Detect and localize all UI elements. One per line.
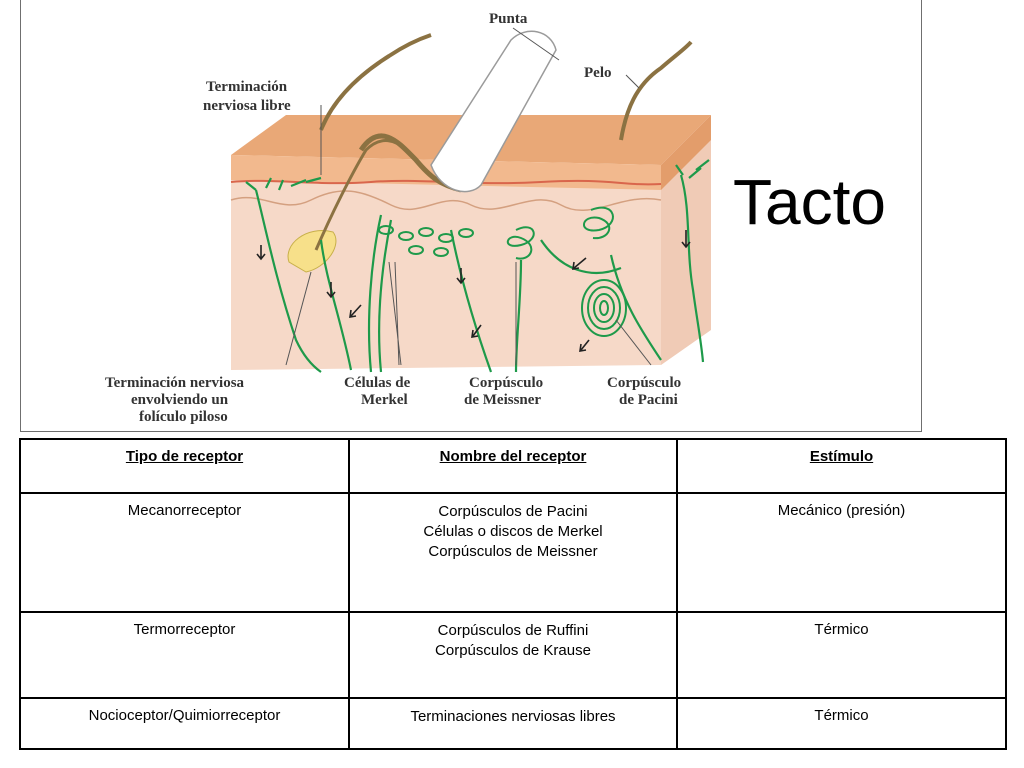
table-row: Nocioceptor/Quimiorreceptor Terminacione… bbox=[19, 697, 1007, 750]
header-estimulo: Estímulo bbox=[676, 438, 1007, 494]
cell-tipo: Mecanorreceptor bbox=[19, 492, 350, 613]
table-row: Mecanorreceptor Corpúsculos de Pacini Cé… bbox=[19, 492, 1007, 613]
label-meissner-1: Corpúsculo bbox=[469, 375, 543, 391]
skin-diagram: Punta Pelo Terminación nerviosa libre Te… bbox=[105, 11, 711, 425]
dermal-papillae bbox=[230, 190, 662, 211]
hair-pelo bbox=[619, 40, 693, 141]
label-foliculo-3: folículo piloso bbox=[139, 409, 228, 425]
cell-nombre: Corpúsculos de Pacini Células o discos d… bbox=[348, 492, 678, 613]
merkel-cells bbox=[378, 225, 474, 257]
receptor-name: Corpúsculos de Meissner bbox=[428, 543, 598, 560]
cell-nombre: Terminaciones nerviosas libres bbox=[348, 697, 678, 750]
probe-tip bbox=[430, 30, 557, 193]
cell-nombre: Corpúsculos de Ruffini Corpúsculos de Kr… bbox=[348, 611, 678, 699]
label-meissner-2: de Meissner bbox=[464, 392, 541, 408]
nerve-fibers bbox=[245, 159, 710, 373]
table-header-row: Tipo de receptor Nombre del receptor Est… bbox=[19, 438, 1007, 494]
cell-tipo: Nocioceptor/Quimiorreceptor bbox=[19, 697, 350, 750]
label-foliculo-1: Terminación nerviosa bbox=[105, 375, 245, 391]
direction-arrows bbox=[256, 230, 691, 352]
cell-tipo: Termorreceptor bbox=[19, 611, 350, 699]
cell-estimulo: Térmico bbox=[676, 697, 1007, 750]
cell-estimulo: Mecánico (presión) bbox=[676, 492, 1007, 613]
cell-estimulo: Térmico bbox=[676, 611, 1007, 699]
label-pacini-2: de Pacini bbox=[619, 392, 678, 408]
header-nombre: Nombre del receptor bbox=[348, 438, 678, 494]
label-foliculo-2: envolviendo un bbox=[131, 392, 229, 408]
receptor-name: Terminaciones nerviosas libres bbox=[410, 708, 616, 725]
receptor-name: Corpúsculos de Krause bbox=[435, 642, 591, 659]
receptor-table: Tipo de receptor Nombre del receptor Est… bbox=[19, 438, 1007, 750]
epidermis-side bbox=[661, 115, 711, 190]
receptor-name: Corpúsculos de Pacini bbox=[438, 503, 588, 520]
label-pacini-1: Corpúsculo bbox=[607, 375, 681, 391]
receptor-name: Corpúsculos de Ruffini bbox=[437, 622, 589, 639]
pacini-corpuscle bbox=[581, 279, 627, 337]
label-terminacion-libre-1: Terminación bbox=[206, 79, 288, 95]
label-pelo: Pelo bbox=[584, 65, 612, 81]
header-tipo: Tipo de receptor bbox=[19, 438, 350, 494]
leader-lines bbox=[285, 27, 652, 366]
receptor-name: Células o discos de Merkel bbox=[423, 523, 603, 540]
table-row: Termorreceptor Corpúsculos de Ruffini Co… bbox=[19, 611, 1007, 699]
label-punta: Punta bbox=[489, 11, 528, 27]
slide-title: Tacto bbox=[733, 166, 886, 238]
meissner-corpuscle bbox=[506, 206, 614, 260]
label-merkel-1: Células de bbox=[344, 375, 411, 391]
hair-strand-left bbox=[319, 33, 432, 131]
label-terminacion-libre-2: nerviosa libre bbox=[203, 98, 291, 114]
label-merkel-2: Merkel bbox=[361, 392, 408, 408]
skin-receptors-figure: Punta Pelo Terminación nerviosa libre Te… bbox=[20, 0, 922, 432]
